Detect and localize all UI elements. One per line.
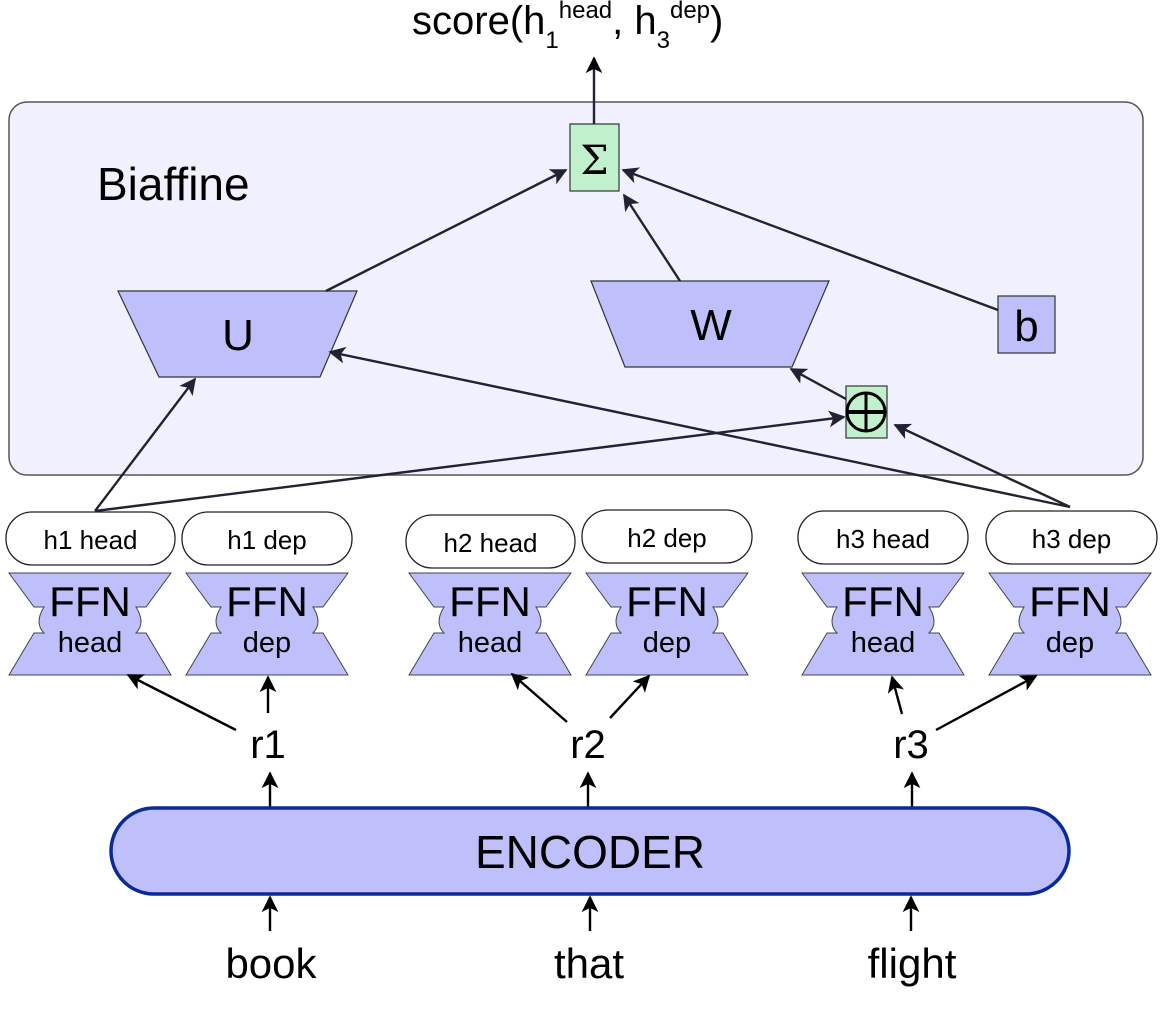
ffn-shape	[801, 572, 965, 676]
ffn-title: FFN	[842, 578, 924, 625]
score-output-label: score(h1head, h3dep)	[412, 0, 723, 54]
concat-node	[845, 385, 888, 439]
ffn-title: FFN	[49, 578, 131, 625]
edge-W-to-sum	[622, 193, 682, 282]
W-label: W	[690, 301, 732, 350]
bias-b-block	[997, 295, 1056, 354]
ffn-subtitle: head	[58, 627, 123, 659]
W-matrix-block	[590, 280, 830, 368]
ffn-title: FFN	[626, 578, 708, 625]
biaffine-title: Biaffine	[97, 158, 250, 210]
ffn-shape	[585, 572, 749, 676]
edge-h1head-to-U	[94, 377, 197, 512]
word-that: that	[554, 940, 624, 987]
biaffine-panel	[8, 101, 1144, 476]
h2-dep-label: h2 dep	[627, 523, 707, 553]
ffn-shape	[988, 572, 1152, 676]
edge-r2-to-ffn-head	[510, 672, 568, 723]
edge-h3dep-to-concat	[893, 423, 1071, 509]
ffn-subtitle: dep	[243, 627, 291, 659]
h2-dep-pill	[581, 509, 753, 564]
ffn-subtitle: head	[458, 627, 523, 659]
U-matrix-block	[117, 290, 358, 378]
sigma-icon: Σ	[580, 138, 608, 184]
r2-label: r2	[570, 723, 606, 767]
h3-head-label: h3 head	[836, 524, 930, 554]
r3-label: r3	[893, 723, 929, 767]
h1-dep-pill	[181, 511, 353, 566]
encoder-label: ENCODER	[475, 826, 705, 878]
ffn-subtitle: dep	[643, 627, 691, 659]
edge-concat-to-W	[789, 367, 847, 401]
ffn-title: FFN	[449, 578, 531, 625]
edge-r3-to-ffn-dep	[935, 674, 1038, 732]
h1-dep-label: h1 dep	[227, 525, 307, 555]
word-flight: flight	[868, 940, 957, 987]
edge-h3dep-to-U	[328, 346, 1071, 509]
edge-r1-to-ffn-head	[126, 673, 237, 732]
edge-U-to-sum	[325, 168, 568, 293]
ffn-title: FFN	[1029, 578, 1111, 625]
h3-dep-pill	[985, 510, 1158, 565]
word-book: book	[225, 940, 317, 987]
h1-head-label: h1 head	[44, 525, 138, 555]
edge-r2-to-ffn-dep	[609, 674, 651, 719]
ffn-subtitle: head	[851, 627, 916, 659]
h3-head-pill	[797, 510, 969, 565]
ffn-shape	[185, 572, 349, 676]
h2-head-label: h2 head	[444, 528, 538, 558]
h1-head-pill	[5, 511, 176, 566]
edge-r3-to-ffn-head	[887, 675, 905, 715]
h3-dep-label: h3 dep	[1032, 524, 1112, 554]
ffn-subtitle: dep	[1046, 627, 1094, 659]
h2-head-pill	[405, 514, 576, 569]
encoder-block	[109, 806, 1071, 896]
ffn-title: FFN	[226, 578, 308, 625]
U-label: U	[222, 311, 254, 360]
b-label: b	[1014, 302, 1038, 351]
hidden-row: h1 head h1 dep h2 head h2 dep h3 head h3…	[5, 509, 1158, 569]
r1-label: r1	[250, 723, 286, 767]
sum-node	[569, 123, 620, 192]
ffn-shape	[408, 572, 572, 676]
edge-b-to-sum	[621, 167, 999, 312]
ffn-shape	[8, 572, 172, 676]
